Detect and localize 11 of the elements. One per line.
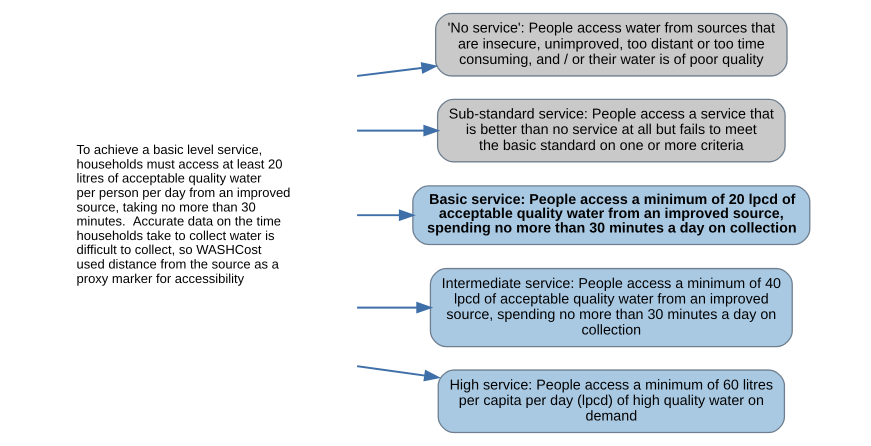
label: To achieve a basic level service, households must access at least 20 litres of acceptable quality water per person per day from an improved source, taking no more than 30 minutes. Accurate data on the time households take to collect water is difficult to collect, so WASHCost used distance from the source as a proxy marker for accessibility — [76, 142, 290, 286]
arrow — [356, 124, 440, 137]
node-box: Basic service: People access a minimum of 20 lpcd of acceptable quality water from an improved source, spending no more than 30 minutes a day on collection — [412, 185, 810, 246]
node-box: High service: People access a minimum of 60 litres per capita per day (lpcd) of high quality water on demand — [437, 369, 785, 434]
arrow — [356, 62, 438, 77]
node-box: Sub-standard service: People access a service that is better than no service at all but fails to meet the basic standard on one or more criteria — [436, 98, 786, 162]
node-box: Intermediate service: People access a minimum of 40 lpcd of acceptable quality water from an improved source, spending no more than 30 minutes a day on collection — [429, 268, 792, 348]
arrow — [356, 365, 440, 382]
arrow — [356, 209, 416, 222]
arrow — [356, 302, 433, 314]
node-box: 'No service': People access water from sources that are insecure, unimproved, too distant or too time consuming, and / or their water is of poor quality — [434, 12, 788, 77]
